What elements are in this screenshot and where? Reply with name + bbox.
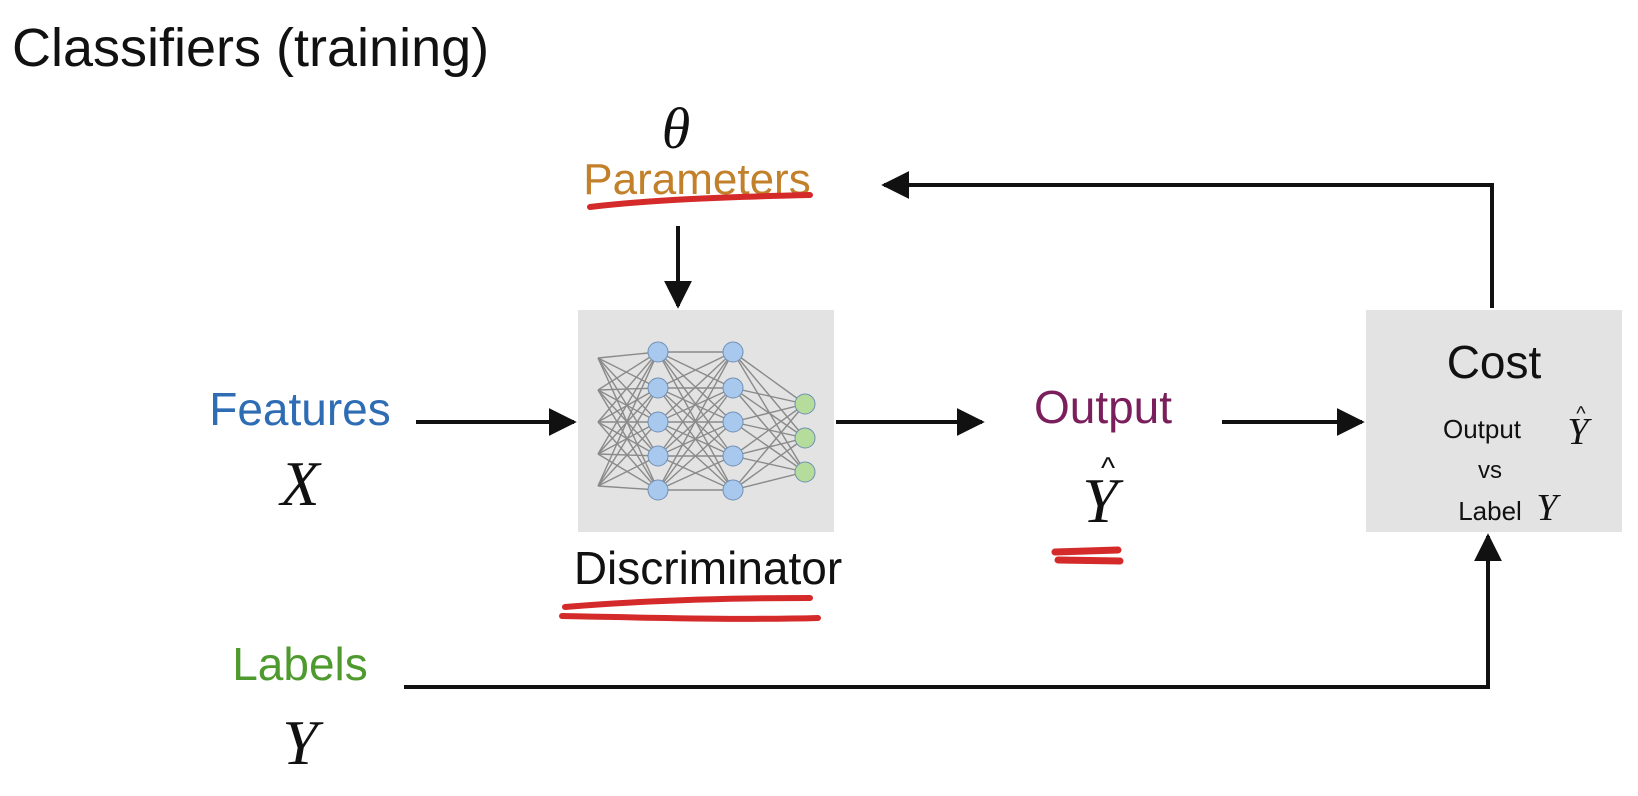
nn-node	[647, 411, 669, 433]
nn-connection	[597, 351, 659, 455]
features-label: Features	[209, 383, 391, 435]
nn-connection	[597, 455, 659, 487]
nn-connection	[597, 421, 659, 487]
nn-node	[722, 341, 744, 363]
nn-connection	[597, 357, 659, 389]
nn-connection	[657, 351, 734, 491]
labels-symbol: Y	[282, 707, 324, 778]
nn-connection	[732, 437, 806, 491]
nn-connection	[732, 403, 806, 457]
nn-node	[722, 445, 744, 467]
nn-node	[647, 445, 669, 467]
nn-connection	[597, 351, 659, 423]
nn-node	[722, 377, 744, 399]
features-symbol: X	[277, 448, 322, 519]
nn-connection	[657, 421, 734, 491]
theta-symbol: θ	[662, 96, 691, 161]
nn-connection	[597, 387, 659, 423]
cost-label-label: Label	[1458, 496, 1522, 526]
nn-node	[647, 341, 669, 363]
slide-title: Classifiers (training)	[12, 18, 489, 78]
discriminator-label: Discriminator	[574, 542, 842, 594]
nn-connection	[597, 357, 659, 457]
output-underline-annotation	[1051, 546, 1124, 565]
nn-node	[722, 479, 744, 501]
nn-connection	[657, 351, 734, 423]
cost-box	[1366, 310, 1622, 532]
cost-to-parameters-arrow	[881, 171, 1494, 308]
nn-connection	[732, 351, 806, 439]
labels-label: Labels	[232, 638, 368, 690]
cost-output-label: Output	[1443, 414, 1522, 444]
nn-connection	[597, 351, 659, 391]
nn-connection	[732, 351, 806, 473]
discriminator-underline-annotation-1	[562, 595, 813, 610]
output-label: Output	[1034, 381, 1172, 433]
nn-connection	[657, 351, 734, 389]
nn-connection	[597, 387, 659, 455]
nn-connection	[732, 403, 806, 491]
cost-output-symbol: Y	[1567, 411, 1592, 453]
cost-vs-label: vs	[1478, 457, 1502, 484]
nn-node	[722, 411, 744, 433]
nn-connection	[597, 389, 659, 423]
nn-connection	[597, 389, 659, 457]
nn-connection	[732, 471, 806, 491]
nn-connection	[597, 351, 659, 487]
nn-connection	[657, 455, 734, 491]
cost-title: Cost	[1447, 336, 1542, 388]
discriminator-underline-annotation-2	[559, 613, 821, 622]
nn-connection	[597, 421, 659, 491]
output-hat: ^	[1101, 452, 1115, 485]
nn-connection	[597, 387, 659, 487]
nn-connection	[732, 351, 806, 405]
nn-connection	[597, 357, 659, 423]
parameters-underline-annotation	[587, 192, 813, 210]
nn-node	[794, 461, 816, 483]
nn-connection	[657, 351, 734, 457]
nn-connection	[732, 387, 806, 405]
nn-connection	[597, 389, 659, 491]
nn-connection	[597, 453, 659, 491]
nn-node	[794, 427, 816, 449]
neural-network-icon	[597, 341, 816, 501]
nn-node	[794, 393, 816, 415]
nn-connection	[597, 421, 659, 457]
labels-to-cost-arrow	[404, 533, 1502, 689]
nn-node	[647, 479, 669, 501]
nn-node	[647, 377, 669, 399]
cost-output-hat: ^	[1576, 403, 1586, 425]
nn-connection	[657, 387, 734, 491]
cost-label-symbol: Y	[1536, 487, 1561, 529]
output-symbol: Y	[1082, 465, 1124, 536]
nn-connection	[732, 403, 806, 423]
